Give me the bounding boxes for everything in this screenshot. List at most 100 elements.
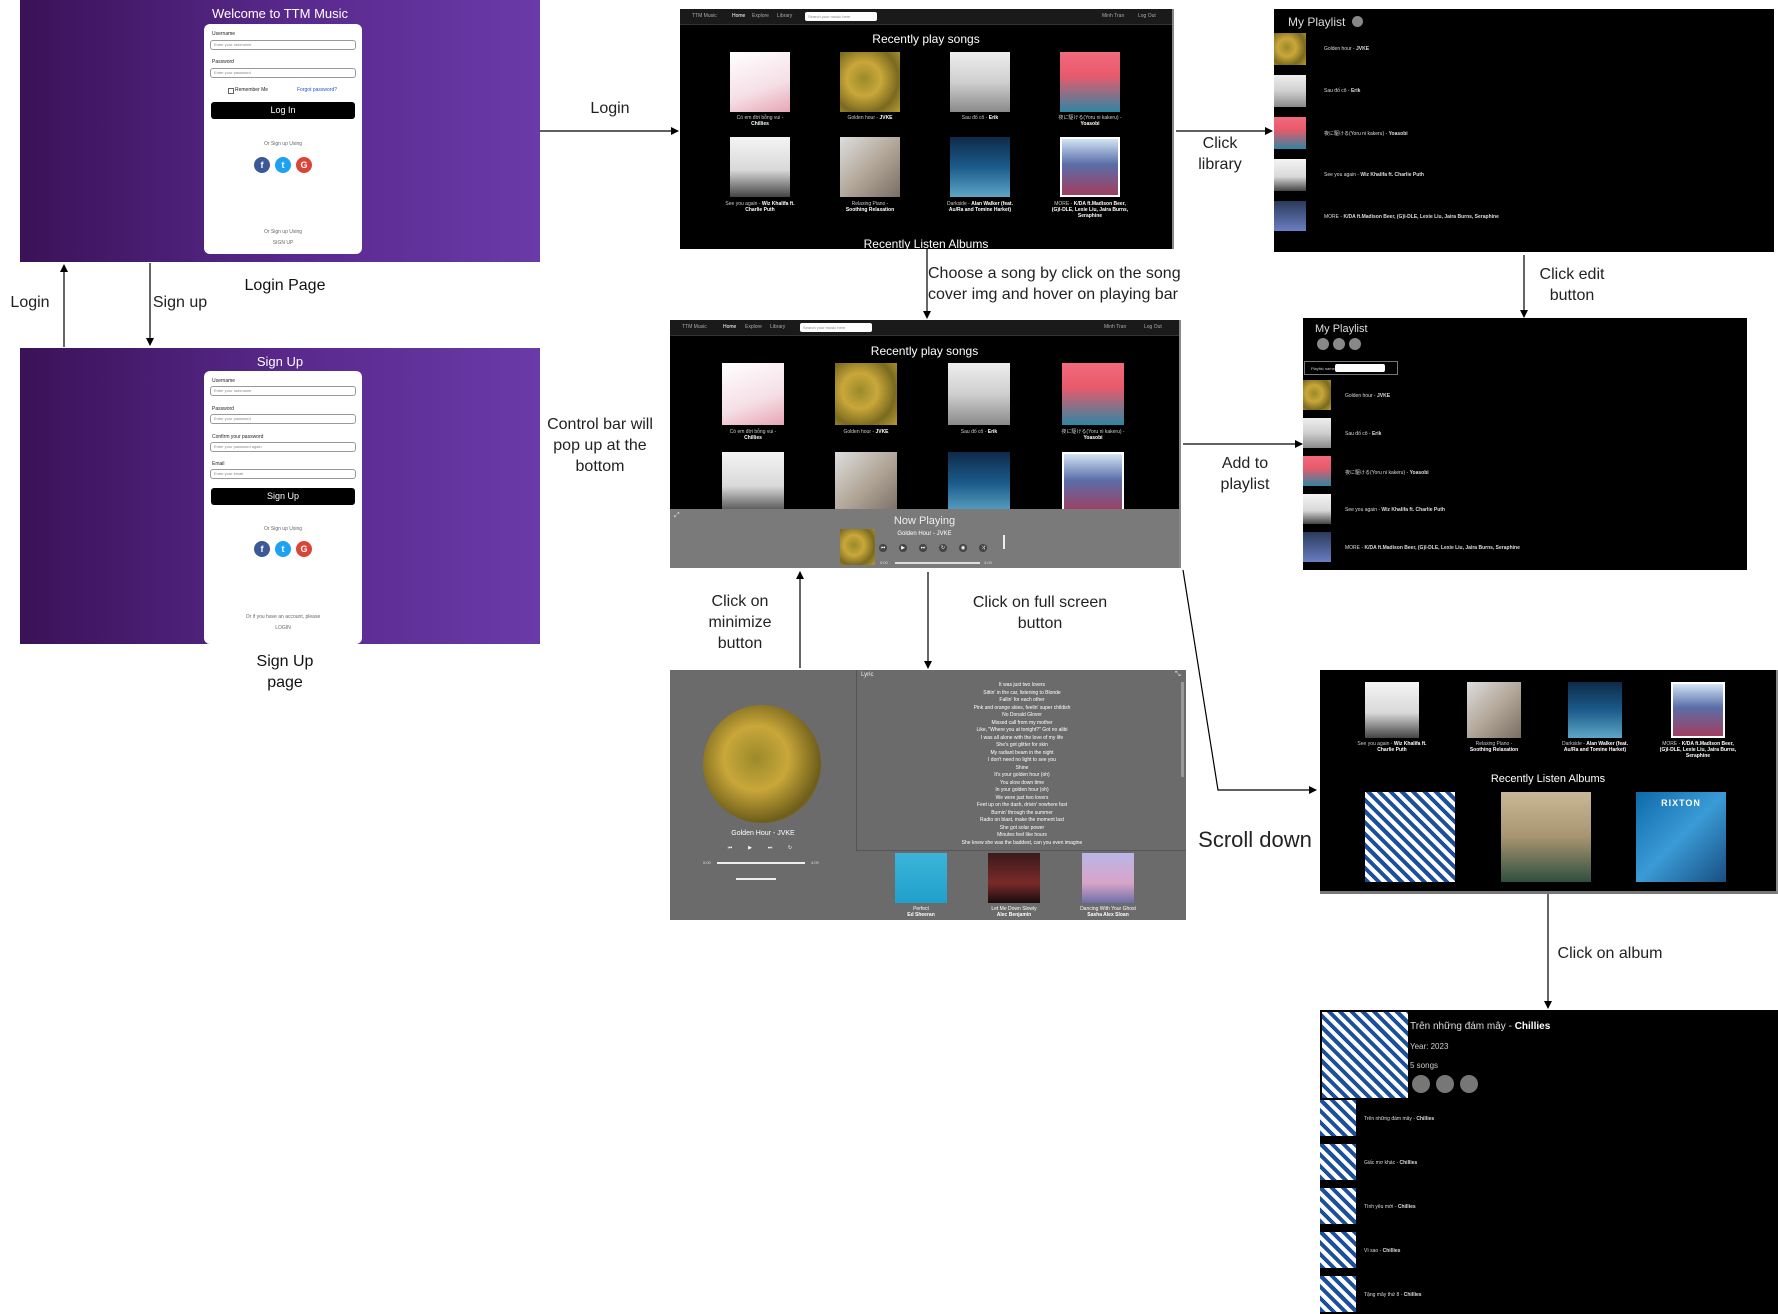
playlist-thumb[interactable] xyxy=(1303,494,1331,524)
track-item[interactable]: Giấc mơ khác - Chillies xyxy=(1364,1160,1418,1166)
song-cover[interactable] xyxy=(722,363,784,425)
progress-bar[interactable] xyxy=(895,562,980,564)
album-add-icon[interactable] xyxy=(1436,1075,1454,1093)
volume-icon[interactable]: ◉ xyxy=(958,543,968,553)
playlist-name-input[interactable] xyxy=(1335,364,1385,372)
google-icon[interactable]: G xyxy=(296,157,312,173)
playlist-item[interactable]: Golden hour - JVKE xyxy=(1345,393,1391,399)
rec-cover[interactable] xyxy=(895,853,947,903)
song-cover[interactable] xyxy=(948,452,1010,514)
track-thumb[interactable] xyxy=(1320,1144,1356,1180)
playlist-thumb[interactable] xyxy=(1274,75,1306,107)
twitter-icon[interactable]: t xyxy=(275,157,291,173)
su-username-input[interactable]: Enter your username xyxy=(210,386,356,396)
user-name[interactable]: Minh Tran xyxy=(1104,324,1127,330)
song-cover[interactable] xyxy=(722,452,784,514)
song-cover[interactable] xyxy=(840,137,900,197)
song-cover[interactable] xyxy=(1060,137,1120,197)
song-cover[interactable] xyxy=(1365,682,1419,738)
add-icon[interactable] xyxy=(1333,338,1345,350)
playlist-item[interactable]: MORE - K/DA ft.Madison Beer, (G)I-DLE, L… xyxy=(1324,214,1499,220)
google-icon[interactable]: G xyxy=(296,541,312,557)
nav-library[interactable]: Library xyxy=(777,13,793,19)
shuffle-icon[interactable]: ⤨ xyxy=(978,543,988,553)
brand-logo[interactable]: TTM Music xyxy=(692,13,717,19)
previous-icon[interactable]: ⏮ xyxy=(727,845,733,851)
nav-explore[interactable]: Explore xyxy=(752,13,769,19)
login-button[interactable]: Log In xyxy=(211,102,355,119)
now-playing-bar[interactable]: ⤢ Now Playing Golden Hour - JVKE ⏮ ▶ ⏭ ↻… xyxy=(670,509,1179,568)
forgot-password-link[interactable]: Forgot password? xyxy=(297,87,338,93)
song-cover[interactable] xyxy=(730,137,790,197)
search-input[interactable]: Search your music here xyxy=(805,12,877,21)
user-name[interactable]: Minh Tran xyxy=(1102,13,1125,19)
brand-logo[interactable]: TTM Music xyxy=(682,324,707,330)
rec-cover[interactable] xyxy=(988,853,1040,903)
su-password-input[interactable]: Enter your password xyxy=(210,414,356,424)
playlist-item[interactable]: MORE - K/DA ft.Madison Beer, (G)I-DLE, L… xyxy=(1345,545,1520,551)
password-input[interactable]: Enter your password xyxy=(210,68,356,78)
fs-progress-bar[interactable] xyxy=(717,862,805,864)
nav-home[interactable]: Home xyxy=(723,324,737,330)
edit-icon[interactable] xyxy=(1352,16,1363,27)
track-thumb[interactable] xyxy=(1320,1232,1356,1268)
song-cover[interactable] xyxy=(840,52,900,112)
repeat-icon[interactable]: ↻ xyxy=(787,845,793,851)
email-input[interactable]: Enter your email xyxy=(210,469,356,479)
playlist-item[interactable]: 夜に駆ける(Yoru ni kakeru) - Yoasobi xyxy=(1345,470,1429,476)
track-thumb[interactable] xyxy=(1320,1100,1356,1136)
track-item[interactable]: Tặng mây thứ 8 - Chillies xyxy=(1364,1292,1422,1298)
album-cover[interactable] xyxy=(1501,792,1591,882)
confirm-password-input[interactable]: Enter your password again xyxy=(210,442,356,452)
rec-cover[interactable] xyxy=(1082,853,1134,903)
playlist-item[interactable]: Golden hour - JVKE xyxy=(1324,46,1370,52)
facebook-icon[interactable]: f xyxy=(254,541,270,557)
signup-link[interactable]: SIGN UP xyxy=(272,240,294,246)
signup-button[interactable]: Sign Up xyxy=(211,488,355,505)
volume-slider[interactable] xyxy=(1003,535,1005,549)
fs-volume-slider[interactable] xyxy=(736,878,776,880)
lyric-scrollbar[interactable] xyxy=(1181,682,1184,777)
previous-icon[interactable]: ⏮ xyxy=(878,543,888,553)
album-cover[interactable] xyxy=(1365,792,1455,882)
playlist-thumb[interactable] xyxy=(1274,201,1306,231)
playlist-item[interactable]: 夜に駆ける(Yoru ni kakeru) - Yoasobi xyxy=(1324,131,1408,137)
nav-home[interactable]: Home xyxy=(732,13,746,19)
playlist-item[interactable]: See you again - Wiz Khalifa ft. Charlie … xyxy=(1324,172,1424,178)
album-like-icon[interactable] xyxy=(1460,1075,1478,1093)
logout-link[interactable]: Log Out xyxy=(1144,324,1162,330)
playlist-thumb[interactable] xyxy=(1303,532,1331,562)
playlist-thumb[interactable] xyxy=(1303,418,1331,448)
song-cover[interactable] xyxy=(1062,363,1124,425)
song-cover[interactable] xyxy=(835,452,897,514)
song-cover[interactable] xyxy=(950,137,1010,197)
track-item[interactable]: Trên những đám mây - Chillies xyxy=(1364,1116,1435,1122)
next-icon[interactable]: ⏭ xyxy=(767,845,773,851)
nav-library[interactable]: Library xyxy=(770,324,786,330)
playlist-thumb[interactable] xyxy=(1274,33,1306,65)
next-icon[interactable]: ⏭ xyxy=(918,543,928,553)
song-cover[interactable] xyxy=(730,52,790,112)
nav-explore[interactable]: Explore xyxy=(745,324,762,330)
save-icon[interactable] xyxy=(1349,338,1361,350)
logout-link[interactable]: Log Out xyxy=(1138,13,1156,19)
remember-checkbox[interactable] xyxy=(228,88,234,94)
track-thumb[interactable] xyxy=(1320,1276,1356,1312)
track-thumb[interactable] xyxy=(1320,1188,1356,1224)
song-cover[interactable] xyxy=(948,363,1010,425)
playlist-item[interactable]: See you again - Wiz Khalifa ft. Charlie … xyxy=(1345,507,1445,513)
play-icon[interactable] xyxy=(1317,338,1329,350)
playlist-thumb[interactable] xyxy=(1274,117,1306,149)
song-cover[interactable] xyxy=(1467,682,1521,738)
playlist-thumb[interactable] xyxy=(1274,159,1306,191)
song-cover[interactable] xyxy=(1060,52,1120,112)
minimize-icon[interactable]: ⤡ xyxy=(1175,671,1181,678)
song-cover[interactable] xyxy=(835,363,897,425)
song-cover[interactable] xyxy=(1062,452,1124,514)
expand-icon[interactable]: ⤢ xyxy=(674,512,680,519)
twitter-icon[interactable]: t xyxy=(275,541,291,557)
search-input[interactable]: Search your music here xyxy=(800,323,872,332)
playlist-thumb[interactable] xyxy=(1303,380,1331,410)
track-item[interactable]: Vì sao - Chillies xyxy=(1364,1248,1401,1254)
play-icon[interactable]: ▶ xyxy=(898,543,908,553)
